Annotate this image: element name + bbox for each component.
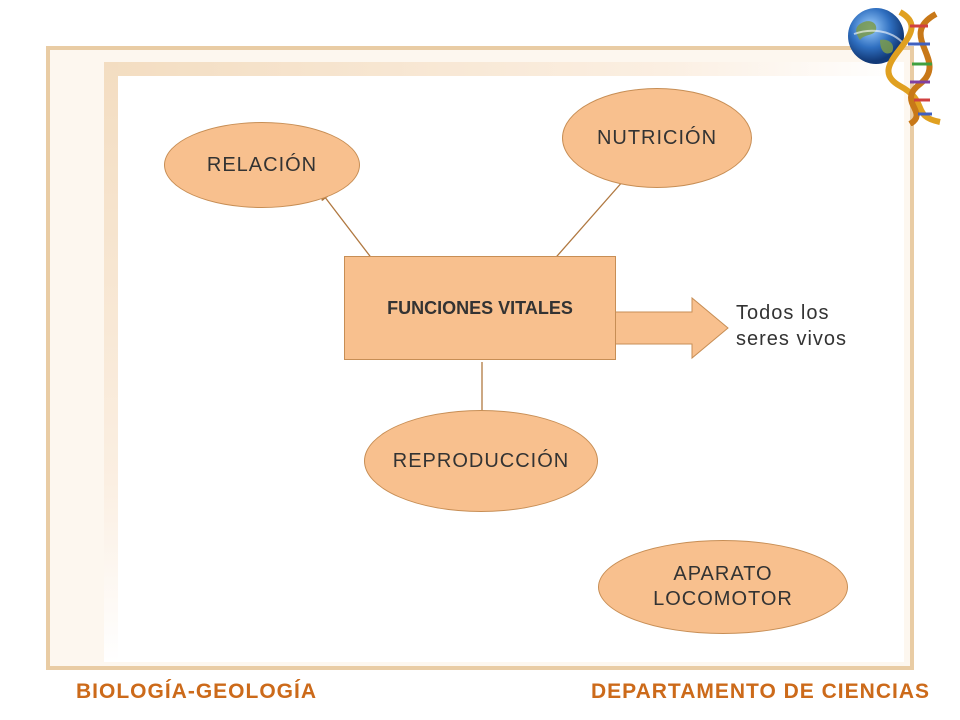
central-node-funciones-vitales: FUNCIONES VITALES (344, 256, 616, 360)
node-nutricion-label: NUTRICIÓN (596, 126, 718, 149)
footer-department: DEPARTAMENTO DE CIENCIAS (590, 680, 930, 703)
node-aparato-locomotor: APARATO LOCOMOTOR (598, 540, 848, 634)
side-text: Todos los seres vivos (736, 300, 876, 352)
node-reproduccion: REPRODUCCIÓN (364, 410, 598, 512)
node-nutricion: NUTRICIÓN (562, 88, 752, 188)
node-aparato-locomotor-label: APARATO LOCOMOTOR (653, 562, 793, 612)
block-arrow-right (609, 296, 729, 360)
node-aparato-line2: LOCOMOTOR (653, 588, 793, 610)
node-reproduccion-label: REPRODUCCIÓN (392, 449, 570, 472)
node-relacion-label: RELACIÓN (206, 153, 318, 176)
arrow-to-relacion (319, 190, 377, 265)
node-relacion: RELACIÓN (164, 122, 360, 208)
footer-subject: BIOLOGÍA-GEOLOGÍA (76, 680, 317, 703)
central-node-label: FUNCIONES VITALES (387, 297, 573, 318)
side-text-line2: seres vivos (736, 328, 848, 350)
globe-dna-helix-icon (848, 8, 941, 126)
side-text-line1: Todos los (736, 302, 830, 324)
node-aparato-line1: APARATO (673, 563, 773, 585)
